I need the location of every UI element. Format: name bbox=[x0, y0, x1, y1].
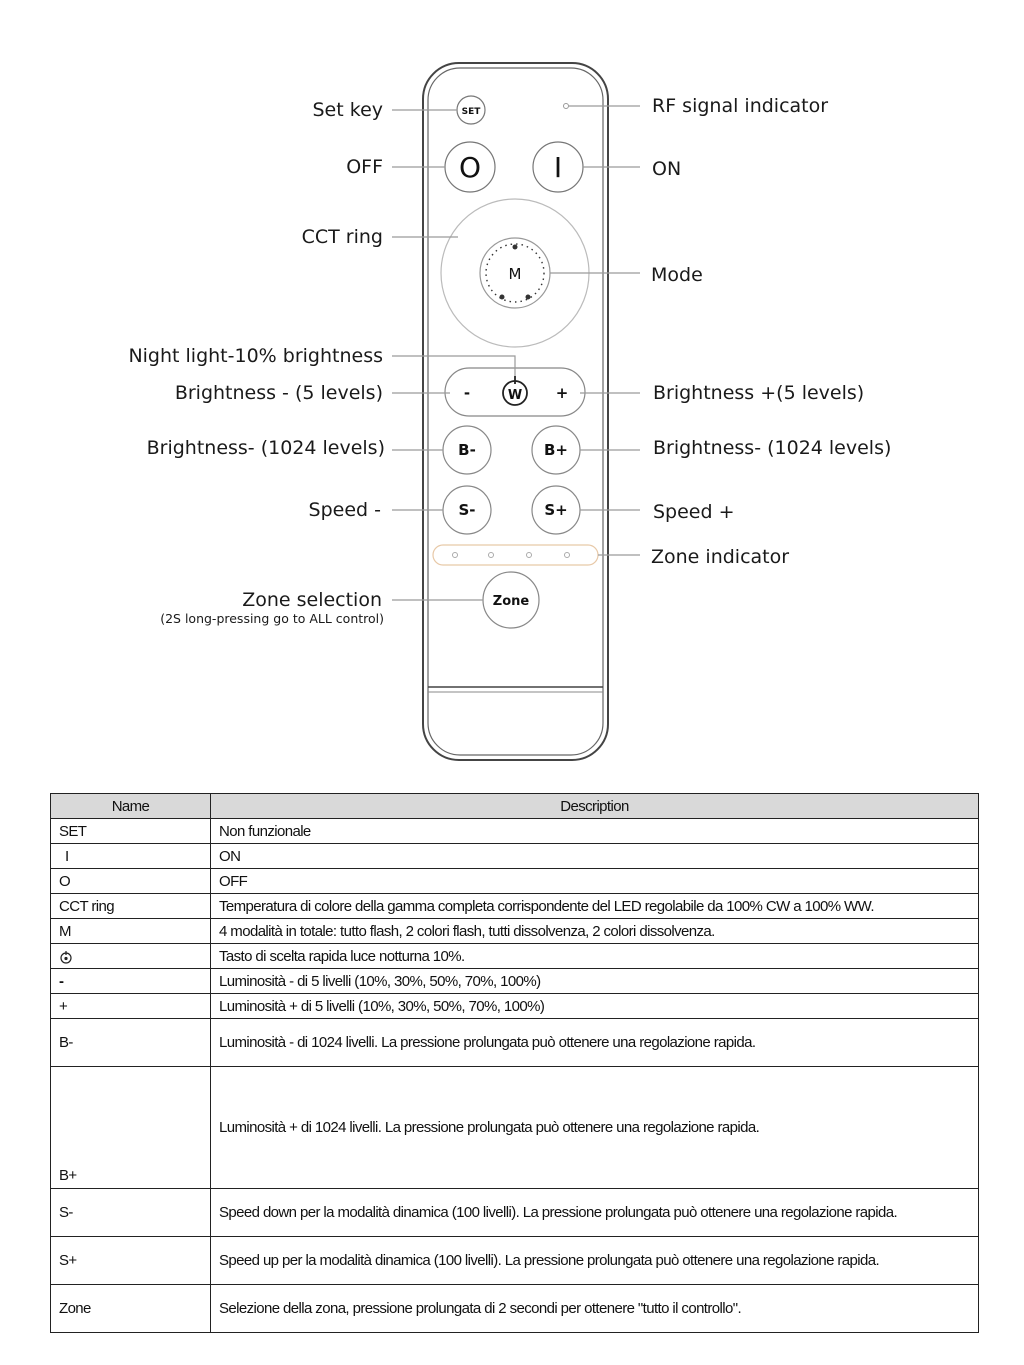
s-plus-label: S+ bbox=[544, 501, 567, 519]
zone-led-3 bbox=[526, 552, 532, 558]
mode-button[interactable]: M bbox=[479, 237, 551, 309]
table-row: Zone Selezione della zona, pressione pro… bbox=[50, 1284, 979, 1333]
row-description: Tasto di scelta rapida luce notturna 10%… bbox=[210, 943, 979, 969]
label-set-key: Set key bbox=[313, 99, 384, 121]
row-name: S+ bbox=[50, 1236, 211, 1285]
row-description: Non funzionale bbox=[210, 818, 979, 844]
b-minus-button[interactable]: B- bbox=[442, 425, 492, 475]
label-off: OFF bbox=[346, 156, 383, 178]
row-name: O bbox=[50, 868, 211, 894]
table-row: Tasto di scelta rapida luce notturna 10%… bbox=[50, 943, 979, 969]
off-button-label: O bbox=[459, 151, 481, 184]
label-on: ON bbox=[652, 158, 681, 180]
row-name: CCT ring bbox=[50, 893, 211, 919]
brightness-plus-label: + bbox=[556, 384, 569, 402]
remote-body-inner bbox=[427, 67, 604, 756]
label-brightness-minus-1024-right: Brightness- (1024 levels) bbox=[653, 437, 891, 459]
sun-icon-right bbox=[525, 294, 531, 300]
row-description: Selezione della zona, pressione prolunga… bbox=[210, 1284, 979, 1333]
label-zone-selection-note: (2S long-pressing go to ALL control) bbox=[160, 611, 384, 626]
label-mode: Mode bbox=[651, 264, 703, 286]
b-plus-label: B+ bbox=[544, 441, 568, 459]
table-row: O OFF bbox=[50, 868, 979, 894]
row-description: Temperatura di colore della gamma comple… bbox=[210, 893, 979, 919]
row-name: B- bbox=[50, 1018, 211, 1067]
row-description: Speed down per la modalità dinamica (100… bbox=[210, 1188, 979, 1237]
table-row: S- Speed down per la modalità dinamica (… bbox=[50, 1188, 979, 1237]
header-name: Name bbox=[50, 793, 211, 819]
off-button[interactable]: O bbox=[444, 141, 496, 193]
night-light-icon: W bbox=[508, 388, 522, 403]
b-minus-label: B- bbox=[458, 441, 476, 459]
row-description: Luminosità + di 5 livelli (10%, 30%, 50%… bbox=[210, 993, 979, 1019]
label-brightness-plus-5: Brightness +(5 levels) bbox=[653, 382, 864, 404]
table-row: M 4 modalità in totale: tutto flash, 2 c… bbox=[50, 918, 979, 944]
label-speed-minus: Speed - bbox=[309, 499, 381, 521]
row-name: - bbox=[50, 968, 211, 994]
mode-button-label: M bbox=[509, 265, 522, 283]
row-description: Luminosità - di 1024 livelli. La pressio… bbox=[210, 1018, 979, 1067]
set-button-label: SET bbox=[462, 107, 482, 117]
row-name: S- bbox=[50, 1188, 211, 1237]
label-zone-indicator: Zone indicator bbox=[651, 546, 789, 568]
label-brightness-minus-5: Brightness - (5 levels) bbox=[175, 382, 383, 404]
table-row: - Luminosità - di 5 livelli (10%, 30%, 5… bbox=[50, 968, 979, 994]
brightness-minus-button[interactable]: - bbox=[450, 372, 488, 412]
table-row: I ON bbox=[50, 843, 979, 869]
zone-led-4 bbox=[564, 552, 570, 558]
night-light-icon bbox=[60, 950, 72, 964]
night-light-button[interactable]: W bbox=[502, 376, 528, 406]
remote-diagram: SET O I M - W + B- B+ bbox=[128, 62, 891, 761]
row-name: M bbox=[50, 918, 211, 944]
table-row: B+ Luminosità + di 1024 livelli. La pres… bbox=[50, 1066, 979, 1189]
table-row: CCT ring Temperatura di colore della gam… bbox=[50, 893, 979, 919]
table-row: SET Non funzionale bbox=[50, 818, 979, 844]
set-button[interactable]: SET bbox=[456, 95, 486, 125]
label-zone-selection: Zone selection bbox=[242, 589, 382, 611]
row-name: SET bbox=[50, 818, 211, 844]
table-row: B- Luminosità - di 1024 livelli. La pres… bbox=[50, 1018, 979, 1067]
table-row: S+ Speed up per la modalità dinamica (10… bbox=[50, 1236, 979, 1285]
row-description: Luminosità - di 5 livelli (10%, 30%, 50%… bbox=[210, 968, 979, 994]
row-description: Speed up per la modalità dinamica (100 l… bbox=[210, 1236, 979, 1285]
s-minus-label: S- bbox=[458, 501, 475, 519]
zone-button-label: Zone bbox=[493, 594, 530, 609]
button-description-table: Name Description SET Non funzionale I ON… bbox=[50, 793, 979, 1333]
label-night-light: Night light-10% brightness bbox=[128, 345, 383, 367]
brightness-plus-button[interactable]: + bbox=[542, 372, 580, 412]
row-name: Zone bbox=[50, 1284, 211, 1333]
header-description: Description bbox=[210, 793, 979, 819]
on-button-label: I bbox=[554, 151, 562, 184]
label-rf-indicator: RF signal indicator bbox=[652, 95, 828, 117]
on-button[interactable]: I bbox=[532, 141, 584, 193]
b-plus-button[interactable]: B+ bbox=[531, 425, 581, 475]
row-description: Luminosità + di 1024 livelli. La pressio… bbox=[210, 1066, 979, 1189]
row-name: + bbox=[50, 993, 211, 1019]
row-name: I bbox=[50, 843, 211, 869]
row-name bbox=[50, 943, 211, 969]
row-description: 4 modalità in totale: tutto flash, 2 col… bbox=[210, 918, 979, 944]
s-minus-button[interactable]: S- bbox=[442, 485, 492, 535]
table-row: + Luminosità + di 5 livelli (10%, 30%, 5… bbox=[50, 993, 979, 1019]
zone-led-2 bbox=[488, 552, 494, 558]
table-header-row: Name Description bbox=[50, 793, 979, 819]
row-name: B+ bbox=[50, 1066, 211, 1189]
label-speed-plus: Speed + bbox=[653, 501, 735, 523]
zone-button[interactable]: Zone bbox=[482, 571, 540, 629]
zone-led-1 bbox=[452, 552, 458, 558]
warm-icon bbox=[512, 244, 518, 250]
row-description: OFF bbox=[210, 868, 979, 894]
row-description: ON bbox=[210, 843, 979, 869]
s-plus-button[interactable]: S+ bbox=[531, 485, 581, 535]
sun-icon-left bbox=[499, 294, 505, 300]
label-brightness-minus-1024-left: Brightness- (1024 levels) bbox=[147, 437, 385, 459]
rf-indicator-dot bbox=[563, 103, 569, 109]
brightness-minus-label: - bbox=[464, 384, 470, 402]
label-cct-ring: CCT ring bbox=[302, 226, 383, 248]
